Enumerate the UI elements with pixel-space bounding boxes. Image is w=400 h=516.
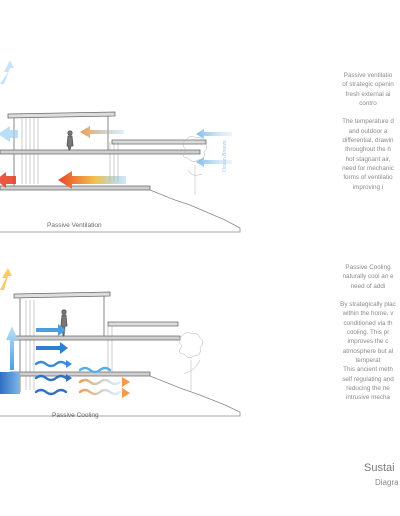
ventilation-section — [0, 111, 241, 233]
cool-arrowhead-icon — [66, 374, 72, 382]
text-line: The temperature d — [342, 118, 394, 126]
rising-air-arrow-icon — [6, 326, 18, 370]
roof-lower — [111, 139, 207, 145]
exhaust-arrow-icon — [0, 60, 14, 84]
cooling-description: Passive Cooling naturally cool an e need… — [318, 263, 400, 402]
warm-arrowhead-icon — [122, 388, 130, 398]
ground-floor — [9, 371, 151, 377]
terrain — [0, 189, 241, 233]
text-line: differential, drawin — [342, 137, 394, 145]
cool-air-arrow-icon — [36, 324, 66, 336]
cooling-caption: Passive Cooling — [52, 412, 99, 419]
roof-lower — [107, 321, 179, 327]
text-line: forms of ventilatio — [343, 174, 393, 182]
text-line: need for mechanic — [342, 164, 394, 172]
warm-air-arrow-icon — [80, 126, 124, 138]
text-line: By strategically plac — [340, 301, 396, 309]
text-line: within the home, v — [342, 310, 394, 318]
breeze-arrow-icon — [196, 157, 232, 167]
warm-wave-arrow-icon — [78, 378, 122, 386]
text-line: intrusive mecha — [345, 394, 391, 402]
text-line: and outdoor a — [348, 127, 388, 135]
hot-air-arrow-icon — [58, 171, 126, 189]
page-title: Sustai — [364, 462, 395, 474]
ocean-breeze-label: Ocean Breeze — [222, 140, 228, 172]
text-line: Passive ventilatio — [343, 72, 393, 79]
tree-sketch — [178, 332, 204, 392]
terrain — [0, 375, 241, 417]
text-line: hot stagnant air, — [345, 155, 391, 163]
text-line: conditioned via th — [343, 319, 393, 327]
floor-slab — [0, 149, 201, 155]
text-line: improves the c — [347, 338, 389, 346]
text-line: cooling. This pr — [346, 329, 390, 337]
cool-wave-arrow-icon — [34, 374, 68, 382]
roof-upper — [13, 291, 111, 299]
text-gap — [318, 291, 400, 300]
ventilation-description: Passive ventilatio of strategic openin f… — [318, 71, 400, 192]
text-line: fresh external ai — [345, 90, 391, 98]
person-figure — [66, 130, 74, 151]
hot-air-arrow-icon — [0, 172, 16, 188]
roof-upper — [7, 111, 116, 119]
exhaust-arrow-icon — [0, 126, 18, 142]
warm-wave-arrow-icon — [78, 388, 122, 396]
warm-wave-arrow-icon — [78, 366, 112, 374]
warm-arrowhead-icon — [122, 377, 130, 387]
exhaust-arrow-icon — [0, 268, 12, 290]
cool-wave-arrow-icon — [34, 388, 68, 396]
text-line: reducing the ne — [346, 384, 390, 392]
text-line: naturally cool an e — [342, 273, 394, 281]
pool-water — [0, 372, 20, 394]
text-line: need of addi — [350, 282, 386, 290]
ventilation-caption: Passive Ventilation — [47, 222, 102, 229]
text-line: throughout the h — [345, 146, 391, 154]
cool-wave-arrow-icon — [34, 360, 68, 368]
text-line: This ancient meth — [343, 366, 393, 374]
tree-sketch — [182, 136, 208, 195]
ventilation-airflow-arrows — [0, 60, 232, 189]
floor-slab — [9, 335, 181, 341]
text-gap — [318, 108, 400, 117]
text-line: temperat — [355, 356, 381, 364]
breeze-arrow-icon — [196, 129, 232, 139]
ground-floor — [0, 185, 151, 191]
text-line: self regulating and — [342, 375, 394, 383]
text-line: of strategic openin — [342, 81, 394, 89]
text-line: atmosphere but al — [342, 347, 394, 355]
text-line: improving i — [352, 183, 384, 191]
cooling-section — [0, 291, 241, 417]
text-line: contro — [359, 99, 377, 107]
text-line: Passive Cooling — [345, 264, 391, 271]
cool-arrowhead-icon — [66, 360, 72, 368]
cooling-airflow-arrows — [0, 268, 130, 398]
page-subtitle: Diagra — [375, 478, 399, 487]
cool-air-arrow-icon — [36, 342, 68, 354]
